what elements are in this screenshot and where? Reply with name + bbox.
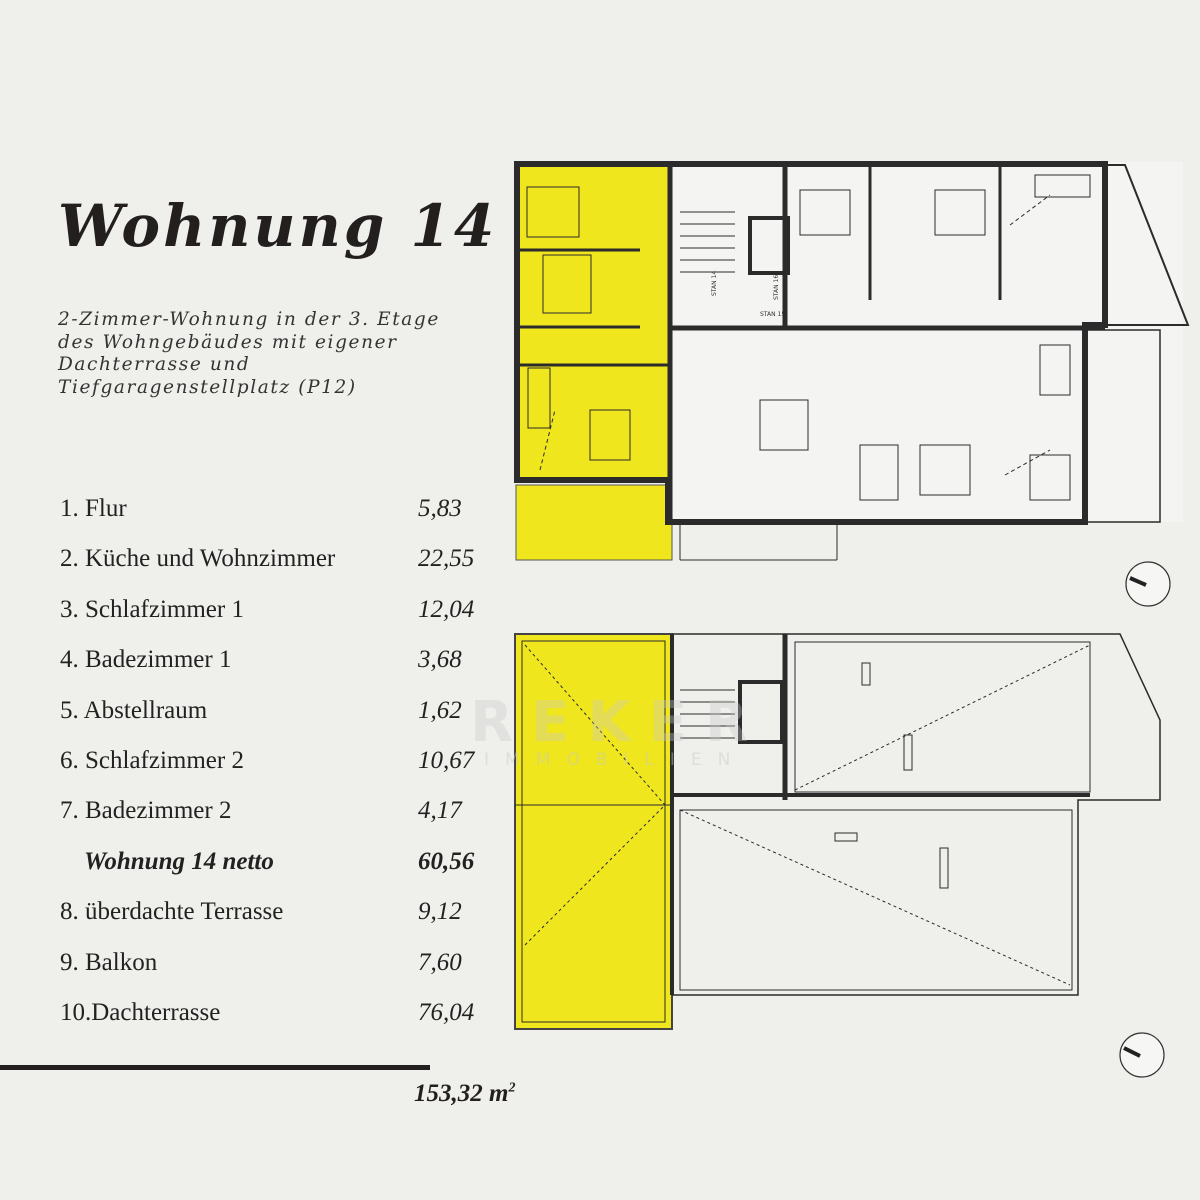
total-unit-sup: 2 bbox=[508, 1080, 516, 1096]
north-arrow-icon bbox=[1119, 1032, 1165, 1078]
room-label: 8. überdachte Terrasse bbox=[60, 898, 284, 926]
highlight-roof-terrace bbox=[514, 633, 673, 1030]
floor-plan-upper: STAN 14 STAN 15 STAN 16 bbox=[514, 161, 1190, 561]
room-row: 2. Küche und Wohnzimmer 22,55 bbox=[60, 545, 500, 595]
room-row: 1. Flur 5,83 bbox=[60, 495, 500, 545]
netto-area: 60,56 bbox=[418, 847, 475, 875]
total-area: 153,32 m2 bbox=[414, 1080, 515, 1108]
page-title: Wohnung 14 bbox=[58, 192, 498, 260]
room-label: 10.Dachterrasse bbox=[60, 998, 221, 1026]
highlight-apartment bbox=[518, 165, 671, 478]
room-area: 1,62 bbox=[418, 696, 462, 724]
room-area: 10,67 bbox=[418, 746, 475, 774]
room-row: 4. Badezimmer 1 3,68 bbox=[60, 646, 500, 696]
room-label: 7. Badezimmer 2 bbox=[60, 797, 232, 825]
floor-plan-lower bbox=[514, 633, 1161, 1030]
netto-row: Wohnung 14 netto 60,56 bbox=[60, 848, 500, 898]
room-area: 76,04 bbox=[418, 998, 475, 1026]
highlight-balcony bbox=[515, 484, 673, 561]
room-label: 3. Schlafzimmer 1 bbox=[60, 595, 244, 623]
watermark-subtitle: IMMOBILIEN bbox=[484, 750, 747, 770]
room-row: 9. Balkon 7,60 bbox=[60, 949, 500, 999]
room-row: 8. überdachte Terrasse 9,12 bbox=[60, 898, 500, 948]
north-arrow-icon bbox=[1125, 561, 1171, 607]
room-row: 5. Abstellraum 1,62 bbox=[60, 697, 500, 747]
room-label: 5. Abstellraum bbox=[60, 696, 208, 724]
room-label: 2. Küche und Wohnzimmer bbox=[60, 545, 336, 573]
total-value: 153,32 m bbox=[414, 1080, 509, 1107]
room-area: 4,17 bbox=[418, 797, 462, 825]
room-row: 3. Schlafzimmer 1 12,04 bbox=[60, 596, 500, 646]
netto-label: Wohnung 14 netto bbox=[84, 847, 274, 875]
room-area: 12,04 bbox=[418, 595, 475, 623]
room-area: 5,83 bbox=[418, 495, 462, 522]
room-row: 6. Schlafzimmer 2 10,67 bbox=[60, 747, 500, 797]
room-row: 7. Badezimmer 2 4,17 bbox=[60, 797, 500, 847]
stan14-label: STAN 14 bbox=[711, 271, 718, 296]
room-label: 6. Schlafzimmer 2 bbox=[60, 746, 244, 774]
total-divider bbox=[0, 1065, 430, 1070]
room-area: 3,68 bbox=[418, 646, 462, 674]
room-label: 4. Badezimmer 1 bbox=[60, 646, 232, 674]
room-row: 10.Dachterrasse 76,04 bbox=[60, 999, 500, 1049]
stan15-label: STAN 15 bbox=[760, 311, 785, 318]
room-area-list: 1. Flur 5,83 2. Küche und Wohnzimmer 22,55… bbox=[60, 495, 500, 1049]
watermark-logo: REKER bbox=[470, 690, 767, 755]
room-area: 7,60 bbox=[418, 948, 462, 976]
room-label: 9. Balkon bbox=[60, 948, 158, 976]
stan16-label: STAN 16 bbox=[773, 275, 780, 300]
room-area: 9,12 bbox=[418, 898, 462, 926]
room-label: 1. Flur bbox=[60, 495, 127, 522]
apartment-description: 2-Zimmer-Wohnung in der 3. Etage des Woh… bbox=[58, 309, 440, 398]
room-area: 22,55 bbox=[418, 545, 475, 573]
